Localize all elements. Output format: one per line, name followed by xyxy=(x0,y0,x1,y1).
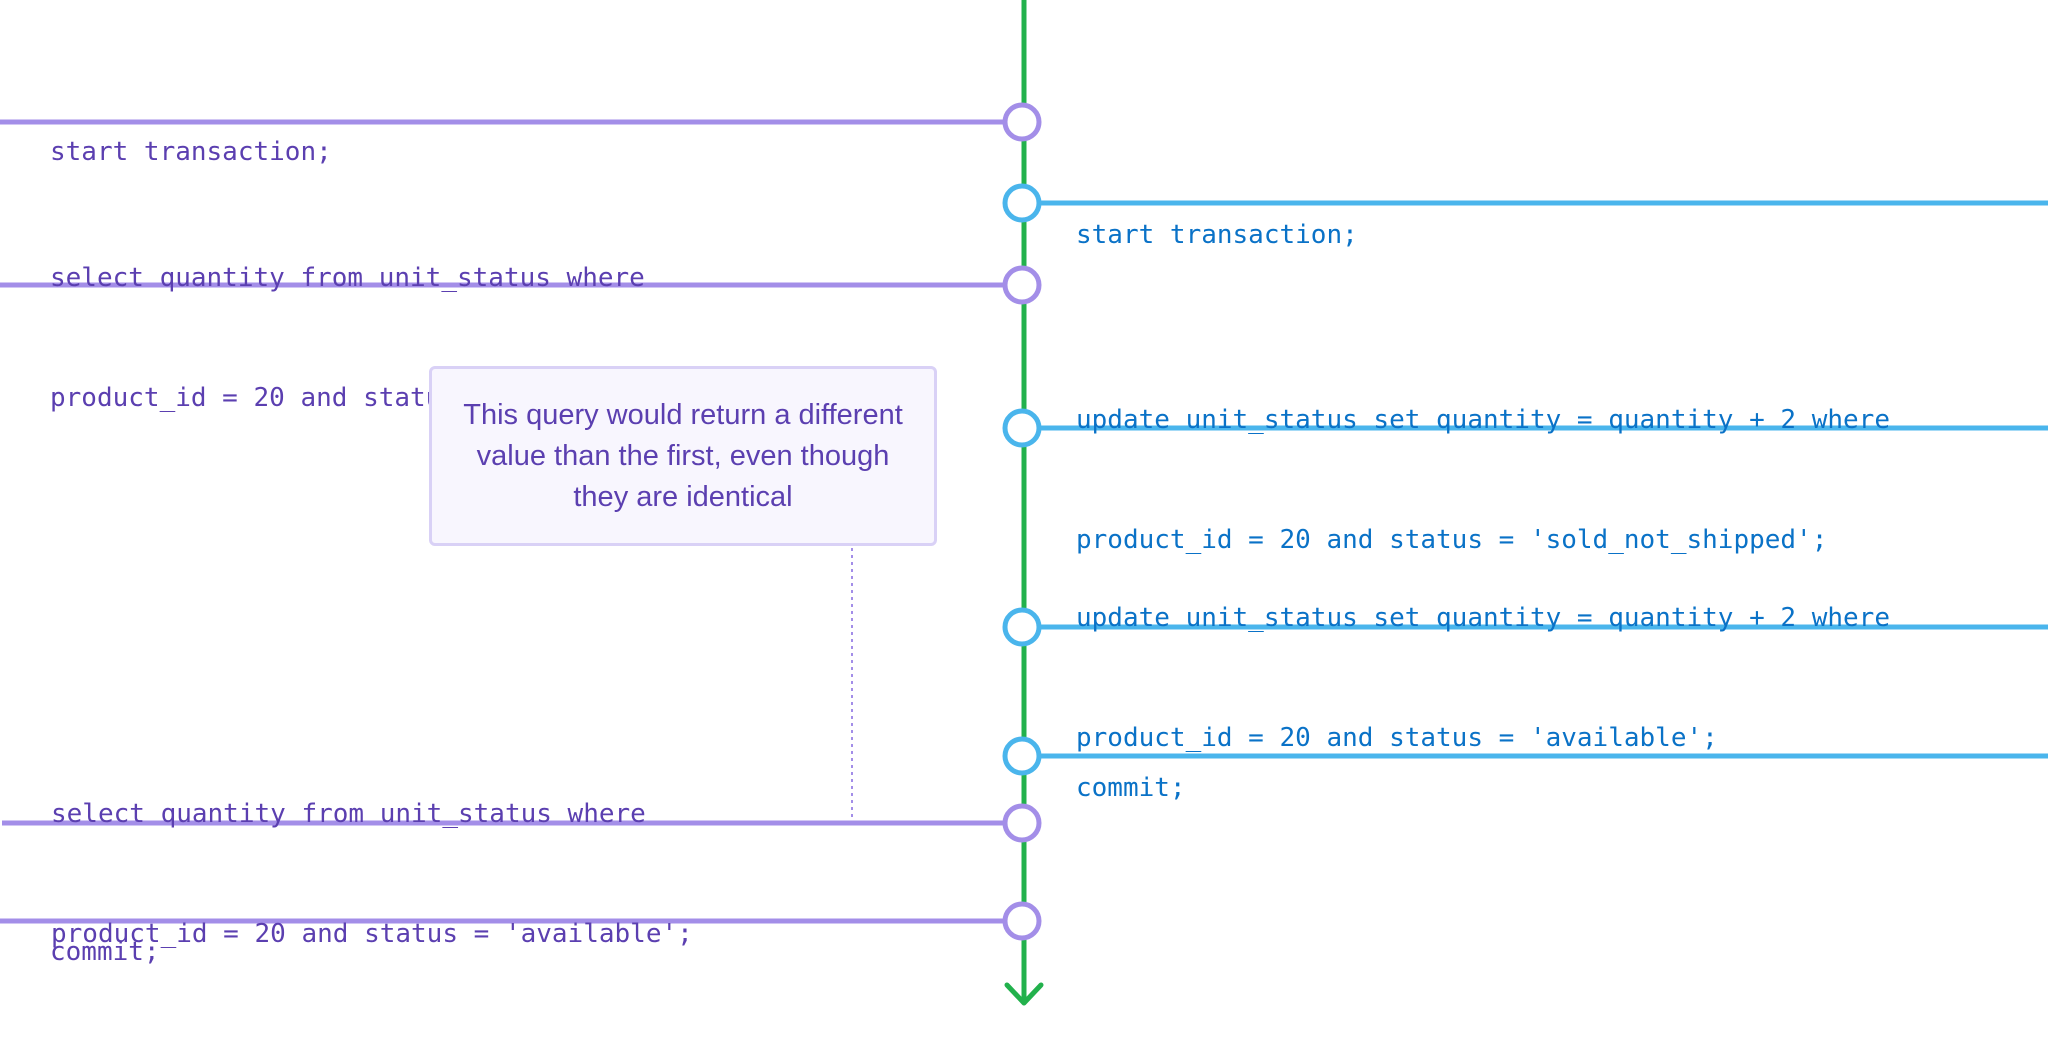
code-line: select quantity from unit_status where xyxy=(51,799,646,829)
transaction-a-node-select-2 xyxy=(1002,803,1042,843)
code-line: product_id = 20 and status = 'available'… xyxy=(1076,723,1718,753)
transaction-a-node-commit xyxy=(1002,901,1042,941)
annotation-note: This query would return a different valu… xyxy=(429,366,937,546)
code-line: update unit_status set quantity = quanti… xyxy=(1076,405,1890,435)
code-line: start transaction; xyxy=(1076,220,1358,250)
transaction-b-node-update-2 xyxy=(1002,607,1042,647)
code-line: select quantity from unit_status where xyxy=(50,263,645,293)
annotation-note-text: This query would return a different valu… xyxy=(463,398,903,513)
transaction-b-node-start xyxy=(1002,183,1042,223)
transaction-b-statement-update-2: update unit_status set quantity = quanti… xyxy=(1076,518,1890,838)
transaction-a-statement-start: start transaction; xyxy=(50,52,332,252)
code-line: product_id = 20 and status = 'sold_not_s… xyxy=(1076,525,1828,555)
code-line: product_id = 20 and status = 'available'… xyxy=(51,919,693,949)
code-line: commit; xyxy=(1076,773,1186,803)
transaction-b-statement-update-1: update unit_status set quantity = quanti… xyxy=(1076,320,1890,640)
code-line: update unit_status set quantity = quanti… xyxy=(1076,603,1890,633)
transaction-a-node-select-1 xyxy=(1002,265,1042,305)
transaction-a-node-start xyxy=(1002,102,1042,142)
transaction-a-statement-select-2: select quantity from unit_status where p… xyxy=(51,714,693,1034)
transaction-b-node-commit xyxy=(1002,736,1042,776)
code-line: start transaction; xyxy=(50,137,332,167)
time-axis-arrowhead xyxy=(1004,982,1044,1006)
transaction-b-statement-start: start transaction; xyxy=(1076,135,1358,335)
code-line: commit; xyxy=(50,937,160,967)
transaction-b-node-update-1 xyxy=(1002,408,1042,448)
transaction-b-statement-commit: commit; xyxy=(1076,688,1186,888)
transaction-a-statement-commit: commit; xyxy=(50,852,160,1044)
